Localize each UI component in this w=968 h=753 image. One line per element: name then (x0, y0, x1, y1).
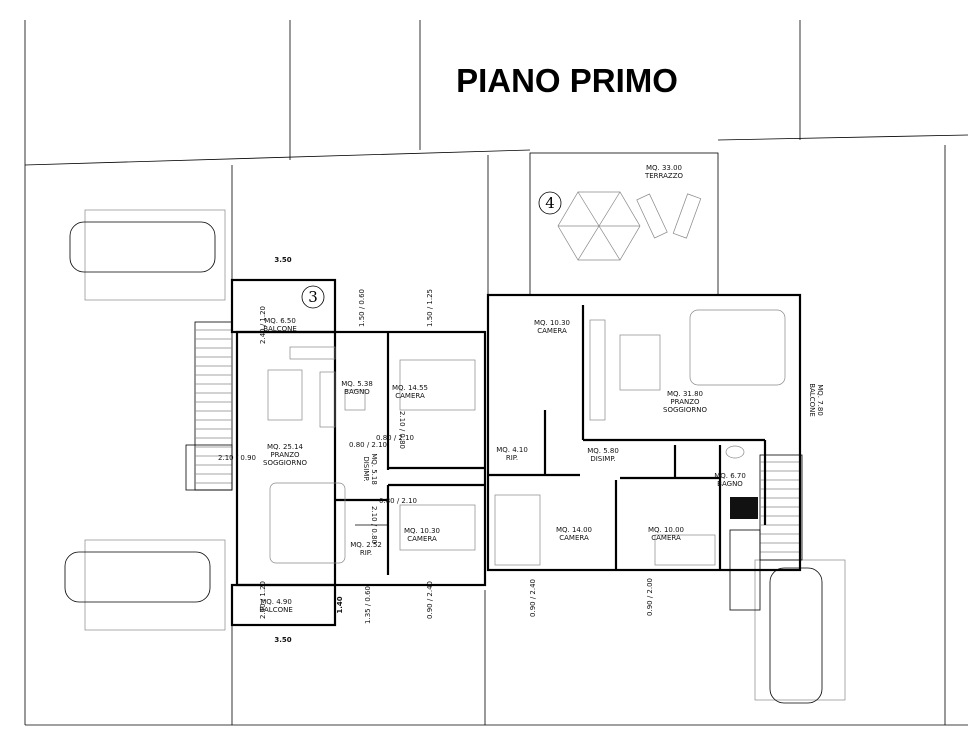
opening-dimension: 1.50 / 1.25 (426, 289, 434, 327)
room-area: MQ. 25.14 (267, 443, 304, 451)
room-name: PRANZO (670, 398, 700, 406)
opening-dimension: 1.35 / 0.60 (364, 586, 372, 624)
room-area: MQ. 10.30 (534, 319, 570, 327)
room-area: MQ. 14.00 (556, 526, 592, 534)
unit-number: 3 (308, 288, 318, 306)
opening-dimension: 0.90 / 2.40 (529, 579, 537, 617)
unit-number: 4 (545, 194, 555, 212)
opening-dimension: 0.90 / 2.40 (426, 581, 434, 619)
room-name: SOGGIORNO (663, 406, 707, 414)
room-name: CAMERA (537, 327, 567, 335)
room-name: DISIMP. (590, 455, 615, 463)
room-area: MQ. 14.55 (392, 384, 428, 392)
opening-dimension: 2.10 / 0.80 (370, 506, 378, 544)
room-name: DISIMP. (362, 456, 370, 481)
sunbed-icon (672, 193, 702, 239)
room-name: SOGGIORNO (263, 459, 307, 467)
room-area: MQ. 5.18 (370, 453, 378, 485)
opening-dimension: 1.50 / 0.60 (358, 289, 366, 327)
opening-dimension: 0.80 / 2.10 (349, 441, 387, 449)
room-area: MQ. 7.80 (816, 384, 824, 416)
page-title: PIANO PRIMO (456, 62, 678, 99)
room-name: CAMERA (559, 534, 589, 542)
room-name: BALCONE (808, 383, 816, 417)
dimension-labels: 2.40 / 1.20 1.50 / 0.60 1.50 / 1.25 2.10 / … (218, 289, 654, 624)
dimension-top-width: 3.50 (274, 256, 291, 264)
room-area: MQ. 5.80 (587, 447, 619, 455)
room-area: MQ. 10.30 (404, 527, 440, 535)
sunbed-icon (636, 193, 668, 239)
room-name: RIP. (506, 454, 518, 462)
car-icon (64, 551, 211, 603)
opening-dimension: 0.90 / 2.00 (646, 578, 654, 616)
opening-dimension: 2.10 / 0.80 (398, 411, 406, 449)
dimension-bottom-width: 3.50 (274, 636, 291, 644)
room-name: BAGNO (717, 480, 743, 488)
room-area: MQ. 4.10 (496, 446, 528, 454)
room-area: MQ. 33.00 (646, 164, 682, 172)
opening-dimension: 0.80 / 2.10 (379, 497, 417, 505)
site-lines (24, 20, 968, 726)
room-name: CAMERA (395, 392, 425, 400)
room-area: MQ. 4.90 (260, 598, 292, 606)
room-name: RIP. (360, 549, 372, 557)
shower-icon (730, 497, 758, 519)
car-icon (769, 567, 823, 704)
opening-dimension: 0.80 / 2.10 (376, 434, 414, 442)
room-name: PRANZO (270, 451, 300, 459)
stairs (185, 321, 803, 611)
parking (64, 209, 846, 704)
room-area: MQ. 2.52 (350, 541, 382, 549)
opening-dimension: 2.10 / 0.90 (218, 454, 256, 462)
opening-dimension: 2.40 / 1.20 (259, 306, 267, 344)
opening-dimension: 2.40 / 1.20 (259, 581, 267, 619)
apartment-4 (486, 293, 802, 572)
room-area: MQ. 10.00 (648, 526, 684, 534)
apartment-3: 3 (230, 278, 487, 627)
room-area: MQ. 31.80 (667, 390, 703, 398)
room-name: BAGNO (344, 388, 370, 396)
dimension-side-balcony: 1.40 (336, 596, 344, 613)
car-icon (69, 221, 216, 273)
room-area: MQ. 6.70 (714, 472, 746, 480)
room-name: TERRAZZO (644, 172, 684, 180)
sink-icon (725, 445, 745, 459)
room-name: CAMERA (651, 534, 681, 542)
room-area: MQ. 6.50 (264, 317, 296, 325)
room-name: CAMERA (407, 535, 437, 543)
room-area: MQ. 5.38 (341, 380, 373, 388)
room-name: BALCONE (263, 325, 297, 333)
room-name: BALCONE (259, 606, 293, 614)
terrace: 4 (529, 152, 719, 296)
